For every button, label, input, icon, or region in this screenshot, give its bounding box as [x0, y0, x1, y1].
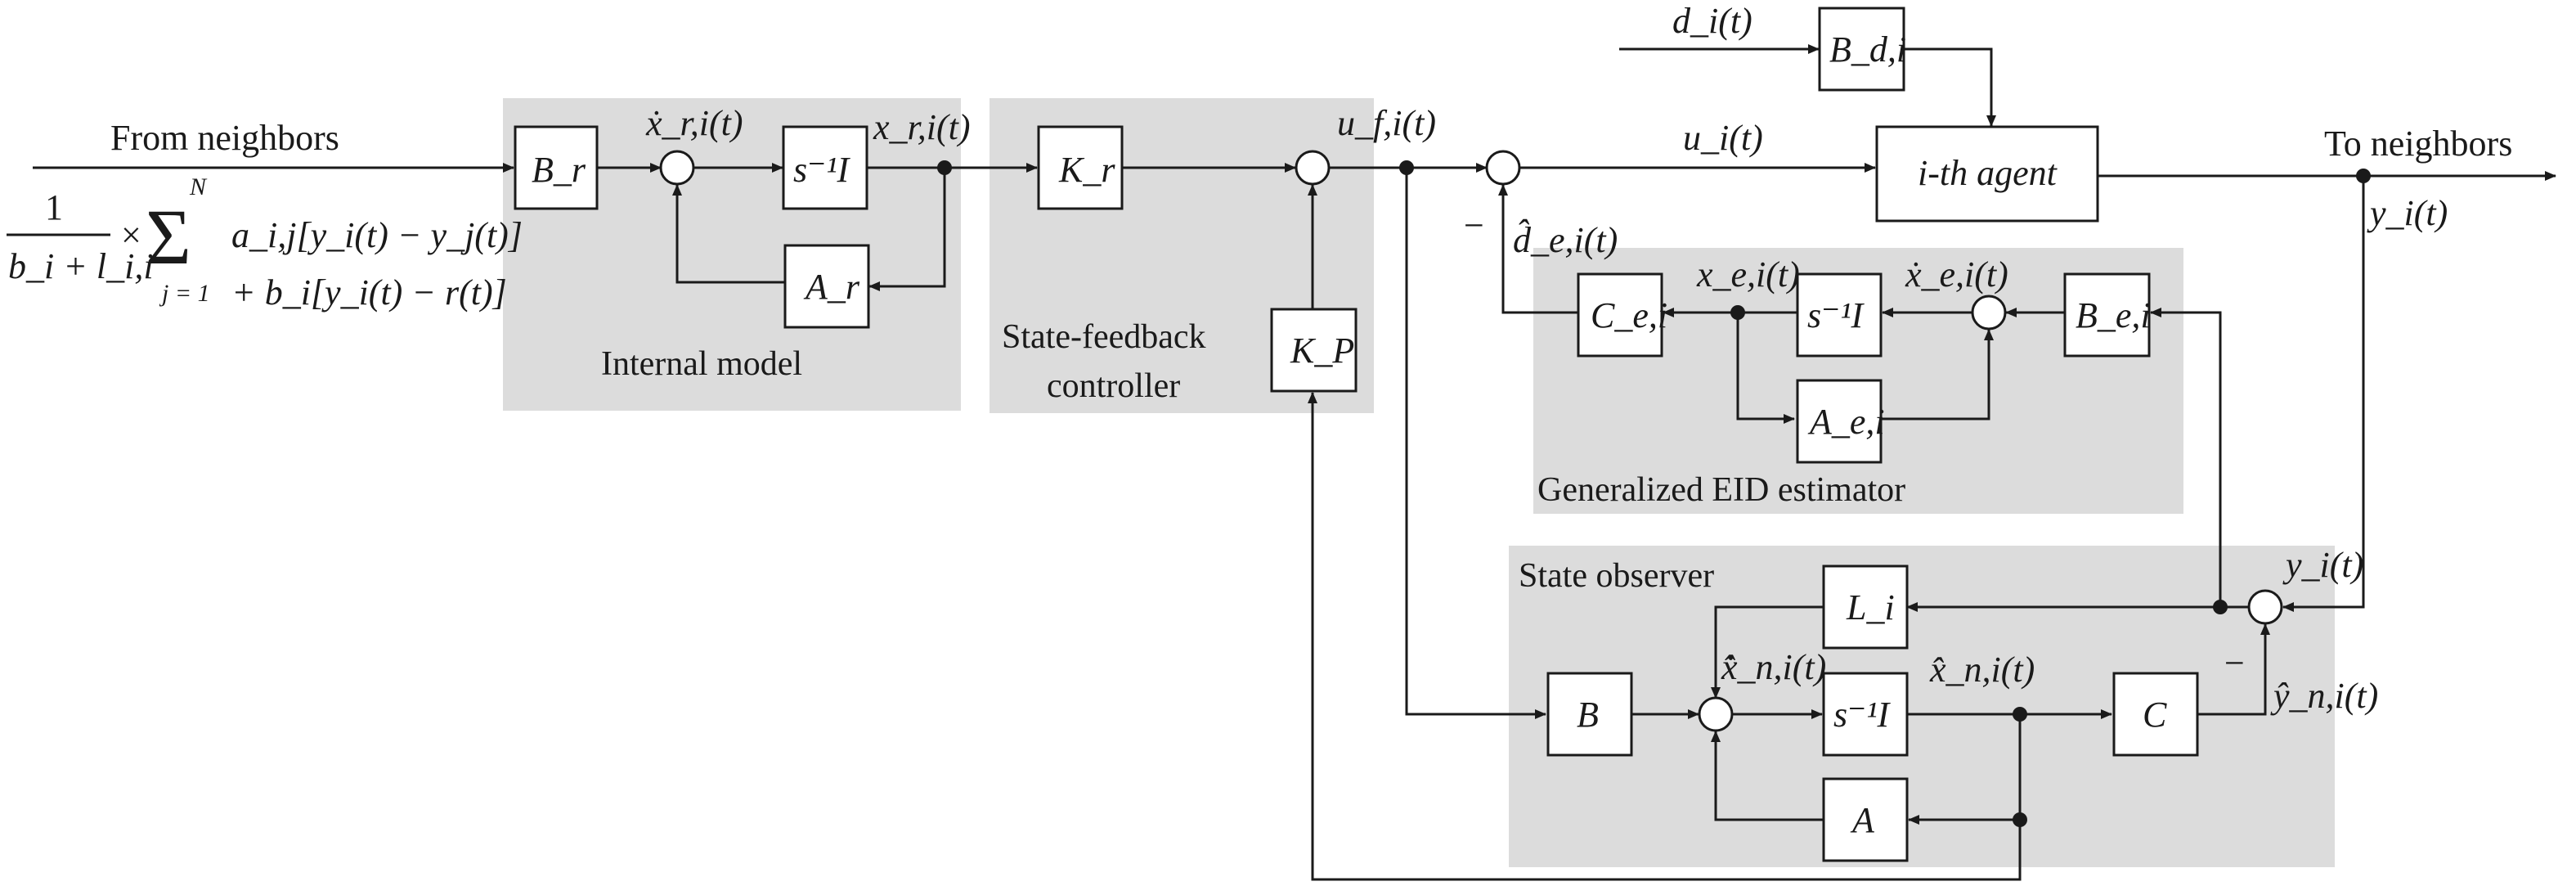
controller-sum: [1295, 150, 1331, 186]
formula-term2: + b_i[y_i(t) − r(t)]: [231, 272, 507, 313]
error-junction: [2213, 600, 2228, 614]
C-to-error-sum-line: [2197, 623, 2270, 716]
Kr-label: K_r: [1058, 150, 1115, 190]
state-observer-title: State observer: [1519, 557, 1714, 595]
yn-hat-label: ŷ_n,i(t): [2270, 676, 2378, 716]
state-feedback-title-line2: controller: [1047, 367, 1180, 405]
y-obs-label: y_i(t): [2282, 545, 2363, 585]
Li-to-sum-line: [1711, 605, 1824, 699]
xr-dot-label: ẋ_r,i(t): [645, 103, 743, 143]
xe-label: x_e,i(t): [1696, 254, 1800, 295]
Ce-block: [1577, 272, 1663, 358]
d-label: d_i(t): [1672, 1, 1752, 41]
Kp-label: K_P: [1290, 331, 1354, 371]
A-to-sum-line: [1711, 731, 1824, 821]
eid-sum: [1971, 295, 2007, 331]
B-block: [1546, 672, 1633, 757]
formula-term1: a_i,j[y_i(t) − y_j(t)]: [231, 215, 523, 255]
disturbance-sum: [1485, 150, 1521, 186]
y-feedback-line: [2282, 176, 2365, 612]
xr-feedback-line: [868, 168, 946, 291]
Ar-to-sum-line: [672, 184, 785, 284]
de-hat-label: d̂_e,i(t): [1513, 219, 1618, 260]
internal-model-title: Internal model: [601, 345, 802, 383]
xe-to-Ae-line: [1736, 313, 1795, 424]
to-neighbors-label: To neighbors: [2324, 124, 2512, 164]
internal-model-sum: [659, 150, 695, 186]
s1I-r-label: s⁻¹I: [793, 150, 851, 190]
formula-sum-bottom: j = 1: [159, 280, 210, 307]
s1I-r-block: [782, 125, 868, 210]
s1I-n-block: [1822, 672, 1909, 757]
Li-label: L_i: [1846, 587, 1895, 627]
xr-label: x_r,i(t): [873, 107, 971, 147]
s1I-n-label: s⁻¹I: [1833, 695, 1892, 735]
minus-sign-2: −: [2224, 643, 2245, 683]
Br-label: B_r: [532, 150, 586, 190]
Be-label: B_e,i: [2076, 295, 2151, 335]
xn-hat-dot-label: x̂̇_n,i(t): [1721, 647, 1826, 687]
xn-hat-label: x̂_n,i(t): [1929, 650, 2035, 690]
state-feedback-title-line1: State-feedback: [1002, 318, 1206, 356]
uf-to-B-line: [1405, 168, 1546, 719]
agent-label: i-th agent: [1918, 153, 2058, 193]
error-to-Be-line: [2150, 308, 2222, 607]
Ae-to-sum-line: [1881, 329, 1994, 421]
Kr-block: [1037, 125, 1124, 210]
Bd-label: B_d,i: [1829, 29, 1906, 70]
de-hat-line: [1498, 184, 1578, 314]
Ae-label: A_e,i: [1807, 402, 1885, 442]
eid-estimator-title: Generalized EID estimator: [1537, 471, 1905, 509]
A-label: A: [1850, 800, 1875, 840]
Ar-label: A_r: [803, 267, 860, 307]
A-block: [1822, 777, 1909, 862]
formula-sum-top: N: [189, 173, 208, 200]
Ce-label: C_e,i: [1591, 295, 1667, 335]
xn-hat-to-Kp-line: [1308, 392, 2022, 881]
u-label: u_i(t): [1683, 118, 1763, 158]
formula-denominator: b_i + l_i,i: [8, 246, 154, 286]
Be-block: [2063, 272, 2151, 358]
minus-sign-1: −: [1464, 205, 1484, 245]
formula-numerator: 1: [45, 187, 63, 227]
xe-dot-label: ẋ_e,i(t): [1905, 254, 2008, 295]
Ae-block: [1796, 379, 1883, 464]
formula-sigma: Σ: [146, 193, 191, 281]
C-label: C: [2143, 695, 2167, 735]
observer-sum: [1698, 696, 1734, 732]
Bd-block: [1818, 7, 1905, 92]
from-neighbors-label: From neighbors: [110, 118, 339, 158]
y-out-label: y_i(t): [2367, 193, 2448, 233]
uf-label: u_f,i(t): [1337, 103, 1436, 143]
s1I-e-block: [1796, 272, 1883, 358]
s1I-e-label: s⁻¹I: [1807, 295, 1865, 335]
agent-block: [1875, 125, 2099, 223]
observer-error-sum: [2247, 589, 2283, 625]
formula-times: ×: [121, 215, 141, 255]
Ar-block: [783, 244, 870, 329]
Br-block: [514, 125, 599, 210]
B-label: B: [1577, 695, 1599, 735]
Bd-to-agent-line: [1904, 47, 1996, 127]
